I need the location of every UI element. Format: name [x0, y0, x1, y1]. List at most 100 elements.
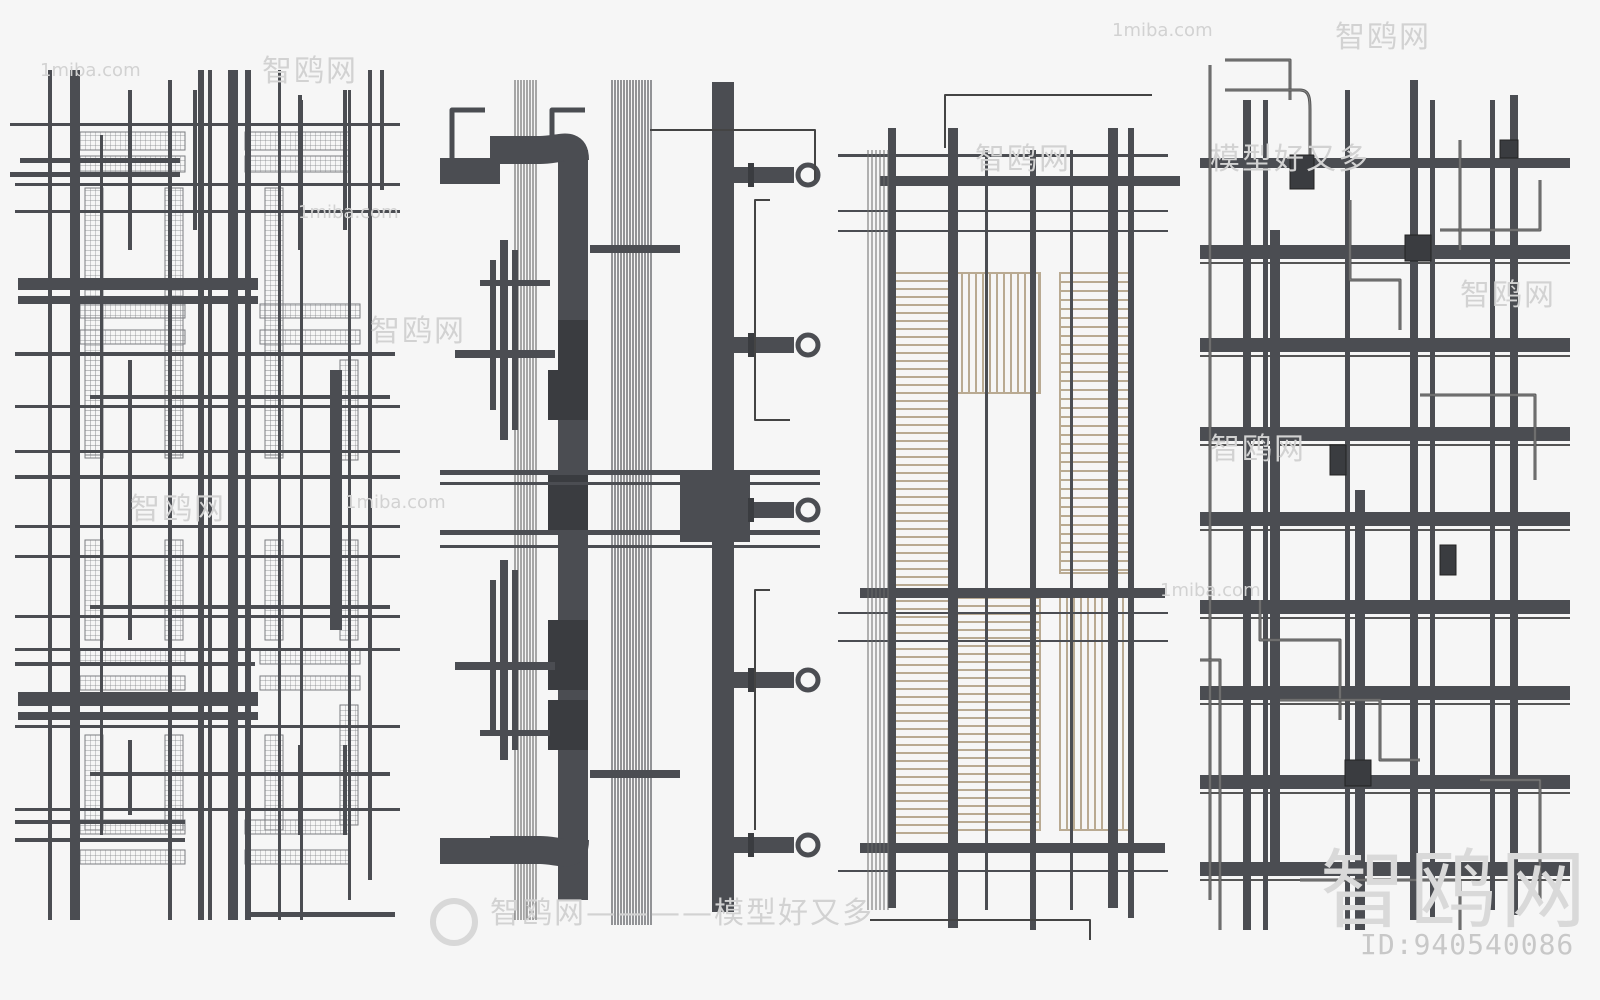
riser-pipe [712, 82, 734, 912]
flange-pipe [734, 672, 794, 688]
vertical-riser [1510, 95, 1518, 915]
duct-transition [548, 470, 588, 530]
vertical-pipe [198, 70, 204, 920]
horizontal-pipe [15, 525, 400, 528]
junction-box [1439, 544, 1457, 576]
horizontal-pipe [245, 912, 395, 917]
vertical-riser [1490, 100, 1495, 910]
main-beam [1200, 600, 1570, 614]
horizontal-pipe [15, 648, 400, 651]
main-beam [1200, 775, 1570, 789]
horizontal-pipe [10, 172, 180, 177]
frame-vertical [1070, 150, 1073, 910]
flange-collar [748, 163, 754, 187]
branch-pipe [480, 730, 550, 736]
flange-ring [795, 497, 821, 523]
vertical-pipe [100, 135, 103, 835]
horizontal-pipe [15, 405, 400, 408]
branch-pipe [590, 770, 680, 778]
conduit-bend-highlight [1259, 600, 1341, 720]
horizontal-pipe [15, 808, 400, 811]
duct-transition [548, 370, 588, 420]
panel-pipe-rack-grid [10, 70, 400, 920]
horizontal-pipe [15, 725, 400, 728]
junction-box [1499, 139, 1519, 159]
mesh-tray-horizontal [244, 155, 351, 173]
frame-vertical [948, 128, 958, 928]
vertical-riser [1355, 490, 1365, 930]
duct-outlet-bottom [440, 838, 500, 864]
frame-horizontal [838, 640, 1168, 642]
frame-horizontal [838, 612, 1168, 614]
frame-horizontal [838, 210, 1168, 212]
mesh-tray-horizontal [244, 131, 351, 151]
frame-horizontal [860, 588, 1165, 598]
conduit-run [754, 589, 770, 830]
duct-elbow-bottom [490, 836, 589, 867]
conduit-bend [1225, 58, 1292, 100]
side-pipe [490, 260, 496, 410]
conduit-bend-highlight [1349, 200, 1401, 330]
flange-pipe [734, 837, 794, 853]
conduit-bend [1348, 200, 1402, 330]
duct-elbow-top [490, 133, 589, 164]
side-pipe [490, 580, 496, 730]
vertical-pipe [208, 70, 212, 920]
frame-vertical [1030, 150, 1036, 930]
horizontal-pipe [15, 450, 400, 453]
flange-collar [748, 833, 754, 857]
horizontal-band [440, 482, 820, 485]
vertical-pipe [330, 370, 342, 630]
conduit-bend-highlight [1225, 89, 1311, 180]
flange-ring [795, 832, 821, 858]
horizontal-band [440, 530, 820, 535]
main-beam [1200, 862, 1570, 876]
top-hook [549, 107, 585, 160]
mesh-tray-vertical [164, 734, 184, 831]
frame-horizontal [838, 154, 1168, 157]
flange-pipe [734, 502, 794, 518]
horizontal-pipe [18, 296, 258, 304]
watermark-logo-icon [430, 898, 478, 946]
duct-outlet-top [440, 158, 500, 184]
conduit-bend-highlight [1225, 59, 1291, 100]
horizontal-pipe [15, 555, 400, 558]
duct-transition [548, 620, 588, 690]
conduit-run [650, 129, 816, 180]
outline-rail [944, 94, 1152, 148]
main-beam [1200, 686, 1570, 700]
side-pipe [500, 560, 508, 760]
horizontal-pipe [15, 210, 400, 213]
conduit-bend-highlight [1420, 394, 1536, 480]
conduit-bend-highlight [1300, 879, 1461, 930]
vertical-riser [1345, 90, 1350, 930]
vertical-pipe [70, 70, 80, 920]
horizontal-pipe [20, 158, 180, 163]
horizontal-pipe [15, 615, 400, 618]
vertical-pipe [228, 70, 238, 920]
duct-transition [548, 700, 588, 750]
panel-cable-tray-frame [838, 94, 1180, 940]
horizontal-pipe [10, 123, 400, 126]
horizontal-pipe [90, 772, 390, 776]
horizontal-pipe [18, 278, 258, 290]
junction-box [1344, 759, 1372, 787]
vertical-pipe [128, 360, 132, 640]
horizontal-pipe [15, 475, 400, 479]
frame-horizontal [838, 230, 1168, 232]
horizontal-pipe [15, 662, 255, 666]
flange-ring [795, 332, 821, 358]
flange-pipe [734, 337, 794, 353]
conduit-bend-highlight [1480, 779, 1541, 900]
frame-vertical [1128, 128, 1134, 918]
horizontal-pipe [15, 183, 400, 186]
horizontal-pipe [90, 395, 390, 399]
outline-rail [870, 919, 1091, 940]
flange-ring [795, 667, 821, 693]
horizontal-band [440, 545, 820, 548]
main-beam [1200, 245, 1570, 259]
flange-ring [795, 162, 821, 188]
vertical-riser [1410, 80, 1418, 920]
vertical-riser [1430, 100, 1435, 920]
conduit-run [754, 199, 790, 421]
